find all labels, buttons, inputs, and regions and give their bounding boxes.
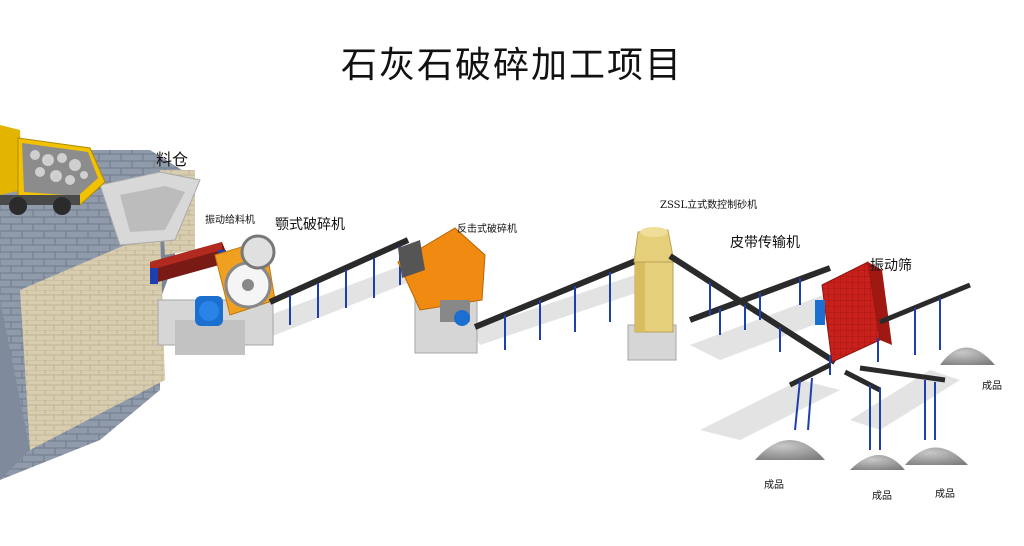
- page-title: 石灰石破碎加工项目: [340, 45, 683, 86]
- label-hopper: 料仓: [156, 150, 189, 169]
- label-product-left: 成品: [764, 480, 784, 491]
- label-belt-conveyor: 皮带传输机: [730, 235, 800, 251]
- label-sand-maker: ZSSL立式数控制砂机: [660, 200, 758, 211]
- label-product-right: 成品: [982, 381, 1002, 392]
- sand-maker: [627, 227, 677, 361]
- label-product-middle: 成品: [872, 491, 892, 502]
- vibrating-screen: [815, 261, 892, 375]
- output-conveyors: [788, 282, 971, 450]
- label-impact-crusher: 反击式破碎机: [457, 224, 517, 235]
- conveyor-2: [473, 254, 647, 350]
- jaw-crusher: [157, 234, 276, 355]
- label-jaw-crusher: 颚式破碎机: [275, 217, 345, 233]
- dump-truck: [0, 125, 106, 215]
- hopper: [99, 171, 201, 246]
- product-piles: [755, 347, 995, 470]
- label-product-bottom-right: 成品: [935, 489, 955, 500]
- label-vibrating-screen: 振动筛: [870, 258, 912, 274]
- label-vibrating-feeder: 振动给料机: [205, 215, 255, 226]
- conveyor-3: [668, 253, 837, 365]
- impact-crusher: [397, 227, 486, 354]
